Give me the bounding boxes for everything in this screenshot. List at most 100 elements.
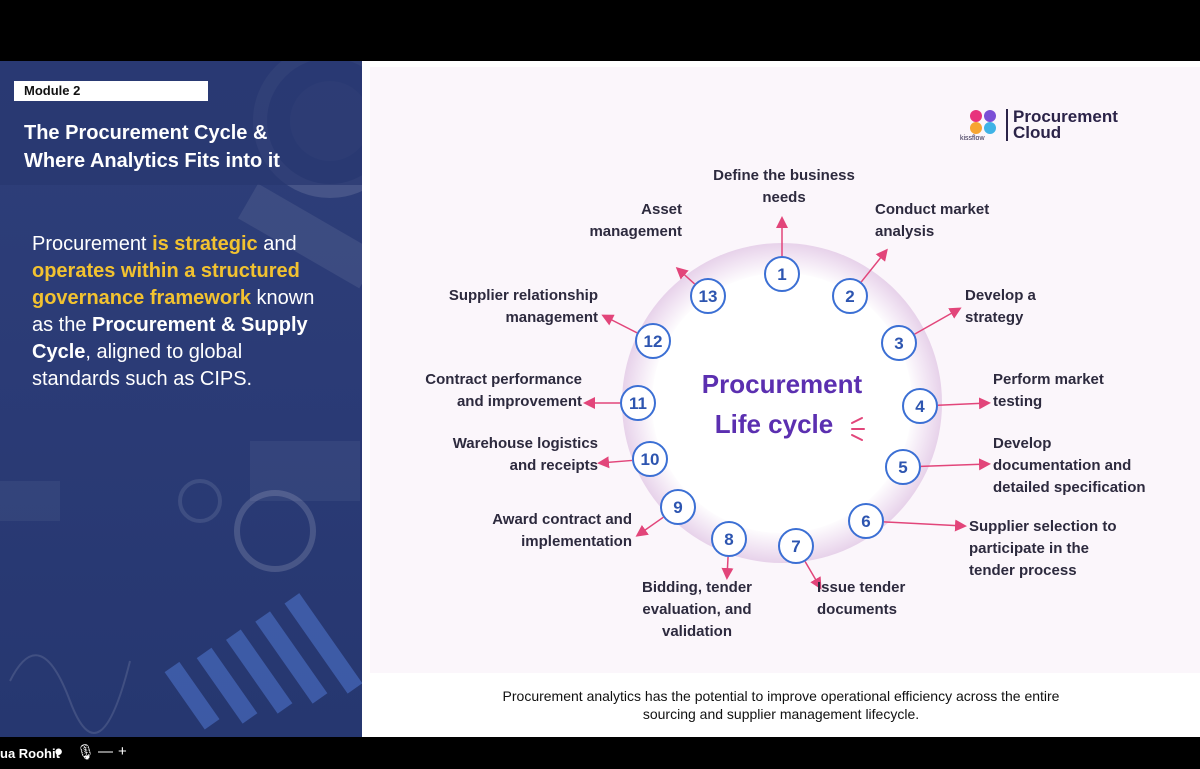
step-node-7 — [778, 528, 814, 564]
step-number-7: 7 — [791, 537, 800, 556]
step-label-3-line-1: Develop a — [965, 287, 1036, 304]
step-number-12: 12 — [644, 332, 663, 351]
desc-highlight-governance: operates within a structured governance … — [32, 260, 300, 309]
step-arrow-8 — [721, 556, 734, 580]
step-arrow-7 — [804, 561, 822, 590]
caption-line-2: sourcing and supplier management lifecyc… — [642, 706, 920, 722]
logo-text: Procurement Cloud — [1006, 107, 1118, 142]
step-label-6-line-1: Supplier selection to — [969, 518, 1117, 535]
top-black-bar — [0, 0, 1200, 61]
step-label-5: Develop documentation and detailed specifi… — [993, 433, 1193, 499]
step-label-8-line-3: validation — [661, 623, 732, 640]
step-label-11-line-2: and improvement — [456, 393, 582, 410]
step-node-3 — [881, 325, 917, 361]
plus-icon[interactable]: + — [118, 743, 127, 760]
step-arrow-2 — [860, 248, 888, 283]
step-label-13-line-2: management — [589, 223, 682, 240]
step-label-1-line-1: Define the business — [713, 167, 855, 184]
center-title-line-1: Procurement — [702, 369, 863, 399]
step-label-5-line-2: documentation and — [993, 457, 1132, 474]
slide-title-line-1: The Procurement Cycle & — [24, 122, 268, 144]
step-arrow-10 — [597, 456, 633, 469]
step-node-6 — [848, 503, 884, 539]
caption-line-1: Procurement analytics has the potential … — [502, 688, 1060, 704]
logo-text-line-2: Cloud — [1013, 123, 1062, 142]
step-node-4 — [902, 388, 938, 424]
step-label-9-line-1: Award contract and — [492, 511, 632, 528]
step-number-13: 13 — [699, 287, 718, 306]
step-label-12-line-1: Supplier relationship — [448, 287, 598, 304]
step-label-4-line-1: Perform market — [993, 371, 1104, 388]
step-label-9: Award contract and implementation — [462, 509, 632, 553]
background-photo — [0, 61, 362, 734]
desc-part-1: Procurement — [32, 233, 153, 255]
step-number-1: 1 — [777, 265, 786, 284]
step-node-2 — [832, 278, 868, 314]
step-number-4: 4 — [915, 397, 925, 416]
left-panel: Module 2 The Procurement Cycle & Where A… — [0, 61, 362, 737]
presentation-slide: Module 2 The Procurement Cycle & Where A… — [0, 61, 1200, 737]
minus-icon[interactable]: — — [98, 743, 113, 760]
step-node-13 — [690, 278, 726, 314]
step-number-10: 10 — [641, 450, 660, 469]
step-arrow-12 — [601, 314, 638, 334]
people-icon[interactable]: ● — [54, 743, 64, 760]
slide-title: The Procurement Cycle & Where Analytics … — [24, 119, 354, 175]
step-number-5: 5 — [898, 458, 907, 477]
step-label-7-line-2: documents — [817, 601, 898, 618]
meeting-bottom-bar: ua Roohit ● 🎙 — + — [0, 737, 1200, 769]
step-node-5 — [885, 449, 921, 485]
desc-part-7: , aligned to global standards such as CI… — [32, 341, 253, 390]
logo-text-line-1: Procurement — [1013, 107, 1118, 126]
step-number-3: 3 — [894, 334, 903, 353]
step-label-8-line-1: Bidding, tender — [642, 579, 752, 596]
step-node-12 — [635, 323, 671, 359]
step-arrow-3 — [914, 307, 962, 335]
step-label-6-line-2: participate in the — [969, 540, 1090, 557]
step-label-13-line-1: Asset — [641, 201, 682, 218]
slide-title-line-2: Where Analytics Fits into it — [24, 150, 280, 172]
step-number-8: 8 — [724, 530, 733, 549]
step-label-6-line-3: tender process — [969, 562, 1077, 579]
desc-highlight-strategic: is strategic — [152, 233, 258, 255]
step-number-9: 9 — [673, 498, 682, 517]
desc-part-5: known as the — [32, 287, 315, 336]
module-label: Module 2 — [14, 81, 208, 101]
step-label-5-line-1: Develop — [993, 435, 1052, 452]
step-label-4-line-2: testing — [993, 393, 1043, 410]
step-arrow-4 — [937, 397, 991, 410]
mic-muted-icon[interactable]: 🎙 — [76, 744, 96, 761]
step-number-2: 2 — [845, 287, 854, 306]
step-label-8-line-2: evaluation, and — [642, 601, 752, 618]
step-label-5-line-3: detailed specification — [993, 479, 1146, 496]
step-label-2-line-2: analysis — [875, 223, 935, 240]
step-label-1-line-2: needs — [762, 189, 806, 206]
step-label-4: Perform market testing — [993, 369, 1153, 413]
desc-part-3: and — [257, 233, 297, 255]
participant-name: ua Roohit — [0, 746, 60, 761]
step-node-1 — [764, 256, 800, 292]
step-label-8: Bidding, tender evaluation, and validation — [617, 577, 777, 643]
step-number-11: 11 — [629, 394, 647, 413]
step-label-10-line-2: and receipts — [509, 457, 598, 474]
step-node-9 — [660, 489, 696, 525]
step-label-9-line-2: implementation — [521, 533, 632, 550]
step-label-13: Asset management — [562, 199, 682, 243]
kissflow-flower-icon — [970, 110, 996, 134]
step-node-8 — [711, 521, 747, 557]
step-number-6: 6 — [861, 512, 870, 531]
step-label-6: Supplier selection to participate in the t… — [969, 516, 1169, 582]
step-arrow-6 — [883, 519, 967, 532]
slide-caption: Procurement analytics has the potential … — [362, 687, 1200, 723]
description-text: Procurement is strategic and operates wi… — [32, 231, 332, 393]
step-arrow-13 — [675, 266, 696, 285]
sparkle-icon — [851, 417, 865, 441]
kissflow-logo: Procurement Cloud kissflow — [960, 105, 1130, 145]
